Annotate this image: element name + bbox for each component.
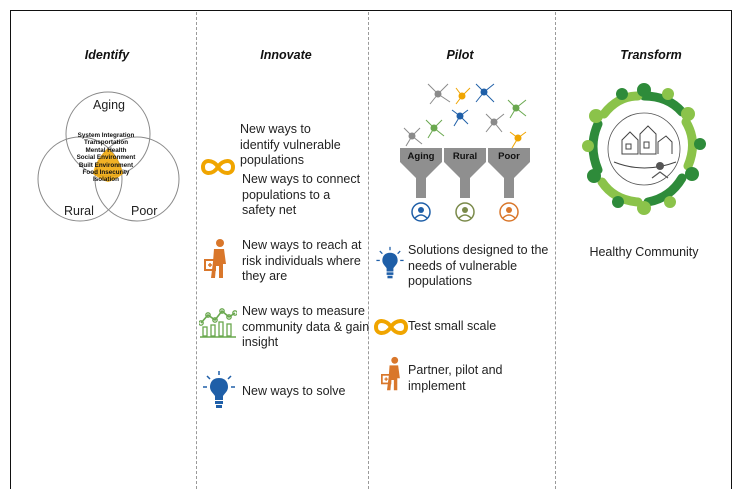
column-divider-3	[555, 12, 556, 489]
venn-center-list: System Integration Transportation Mental…	[52, 132, 160, 184]
innovate-item-line: New ways to connect	[242, 172, 361, 186]
pilot-item-line: implement	[408, 378, 466, 393]
funnel-label-poor: Poor	[498, 151, 520, 162]
innovate-item-line: they are	[242, 269, 288, 283]
venn-center-item: Social Environment	[76, 154, 136, 162]
venn-center-item: Isolation	[93, 176, 119, 184]
funnel-graphic	[400, 148, 530, 222]
identify-title: Identify	[84, 48, 130, 62]
person-with-bag-icon	[204, 239, 226, 278]
line-chart-icon	[199, 308, 237, 338]
innovate-item-measure: New ways to measure community data & gai…	[242, 304, 369, 351]
funnel-label-aging: Aging	[407, 151, 435, 162]
innovate-item-reach: New ways to reach at risk individuals wh…	[242, 238, 362, 285]
innovate-item-identify: New ways to identify vulnerable populati…	[240, 122, 341, 169]
infinity-icon	[373, 319, 409, 335]
venn-center-item: Mental Health	[85, 146, 127, 154]
lightbulb-icon	[376, 246, 404, 279]
pilot-item-solutions: Solutions designed to the needs of vulne…	[408, 243, 548, 290]
innovate-item-line: New ways to reach at	[242, 238, 362, 252]
innovate-item-line: insight	[242, 335, 279, 349]
innovate-item-line: risk individuals where	[242, 253, 361, 268]
column-divider-2	[368, 12, 369, 489]
innovate-item-solve: New ways to solve	[242, 384, 346, 398]
innovate-item-line: community data & gain	[242, 319, 370, 334]
network-graphic	[403, 83, 527, 149]
pilot-item-test: Test small scale	[408, 319, 497, 333]
innovate-item-line: New ways to	[240, 122, 311, 136]
venn-overlap-highlight	[93, 148, 123, 182]
venn-label-aging: Aging	[93, 98, 125, 112]
venn-diagram	[37, 91, 180, 222]
pilot-item-line: Partner, pilot and	[408, 363, 503, 377]
community-ring-icon	[582, 83, 706, 215]
pilot-item-partner: Partner, pilot and implement	[408, 363, 503, 394]
venn-label-poor: Poor	[131, 204, 158, 218]
innovate-item-line: populations to a	[242, 187, 331, 202]
venn-center-item: Built Environment	[78, 161, 134, 169]
innovate-item-line: safety net	[242, 203, 297, 217]
transform-title: Transform	[620, 48, 682, 62]
venn-center-item: System Integration	[77, 132, 135, 139]
funnel-label-rural: Rural	[452, 151, 478, 162]
pilot-title: Pilot	[446, 48, 474, 62]
pilot-item-line: populations	[408, 274, 472, 288]
healthy-community-label: Healthy Community	[589, 245, 699, 259]
diagram-frame	[10, 10, 732, 489]
pilot-item-line: Solutions designed to the	[408, 243, 549, 257]
column-divider-1	[196, 12, 197, 489]
venn-label-rural: Rural	[64, 204, 94, 218]
innovate-title: Innovate	[260, 48, 312, 62]
innovate-item-line: identify vulnerable	[240, 137, 341, 152]
venn-circle-rural	[37, 136, 123, 222]
pilot-item-line: needs of vulnerable	[408, 258, 518, 273]
infinity-icon	[200, 159, 236, 175]
innovate-item-connect: New ways to connect populations to a saf…	[242, 172, 360, 219]
venn-circle-poor	[94, 136, 180, 222]
venn-center-item: Transportation	[83, 139, 129, 147]
innovate-item-line: populations	[240, 153, 304, 167]
innovate-item-line: New ways to measure	[242, 304, 365, 318]
venn-center-item: Food Insecurity	[82, 169, 130, 177]
lightbulb-icon	[203, 371, 235, 408]
person-with-bag-icon	[381, 356, 400, 391]
